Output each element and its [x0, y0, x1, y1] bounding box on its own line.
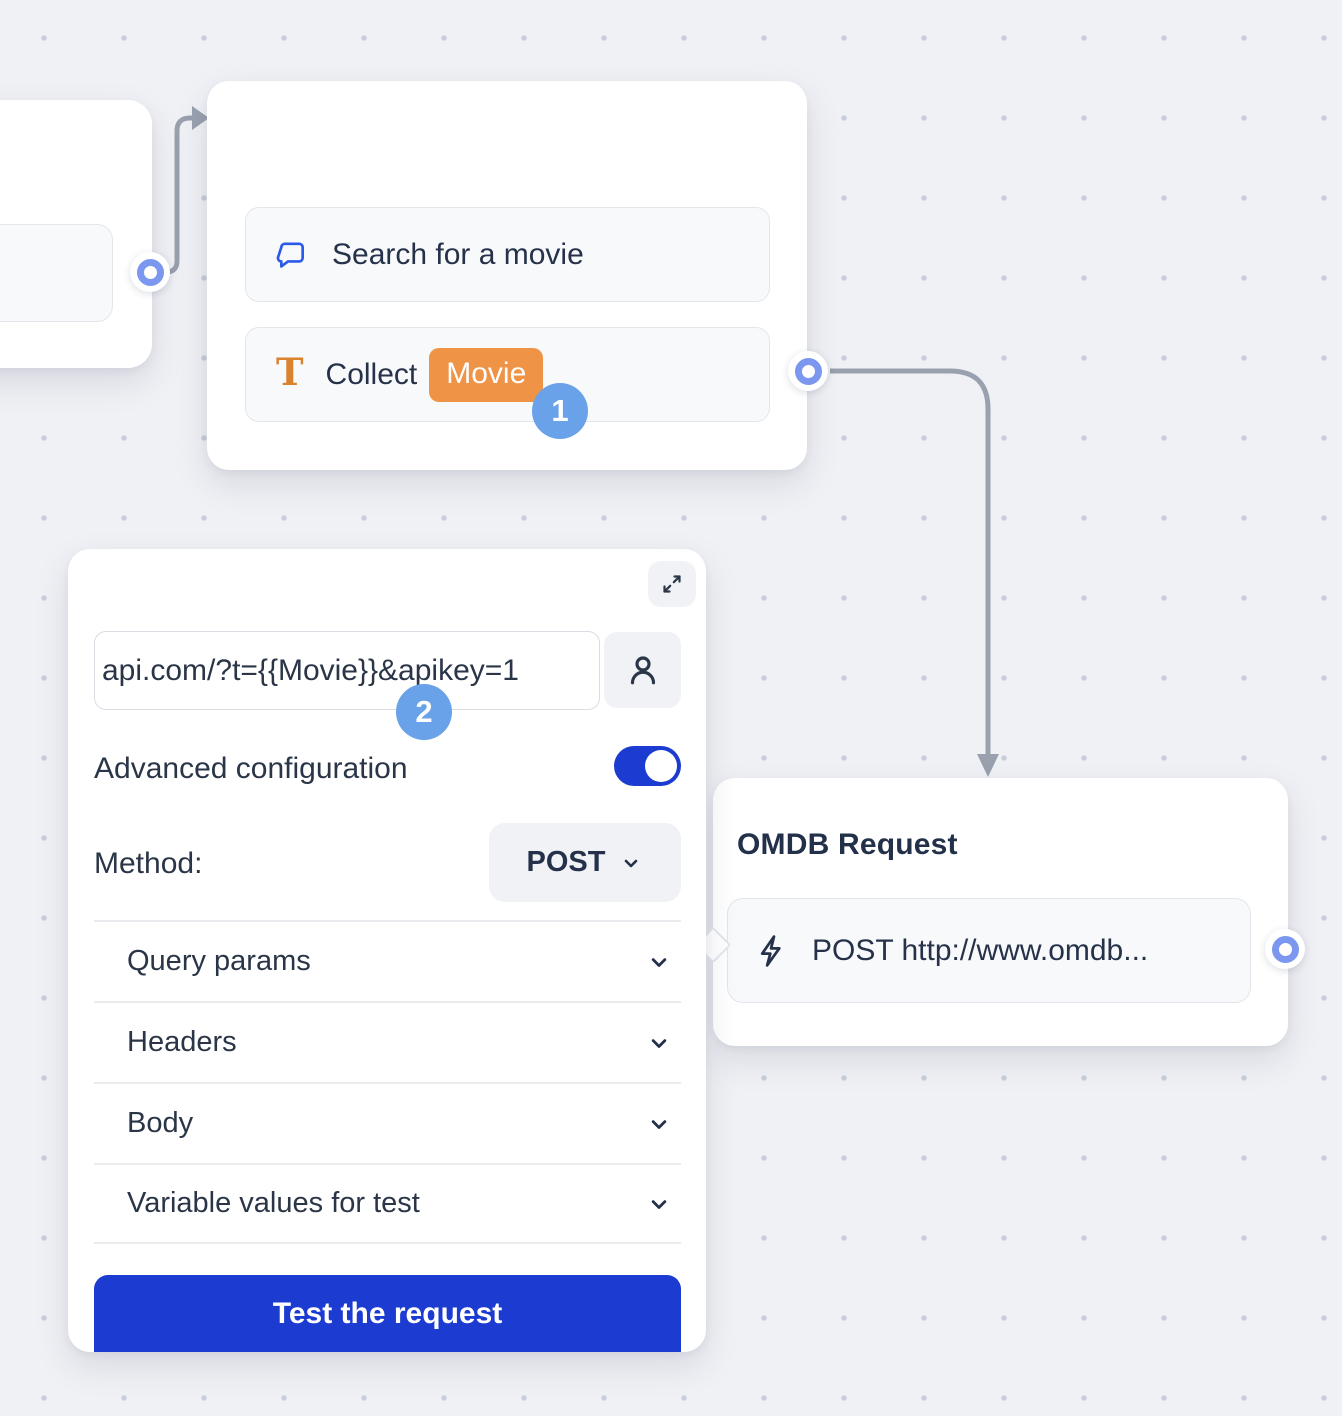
arrowhead-down: [977, 754, 999, 777]
movie-search-node[interactable]: Movie search Search for a movie T Collec…: [207, 81, 807, 470]
method-dropdown-value: POST: [526, 846, 606, 878]
advanced-configuration-label: Advanced configuration: [94, 752, 408, 785]
expand-button[interactable]: [648, 561, 696, 607]
toggle-knob: [645, 750, 677, 782]
movie-search-item-question-label: Search for a movie: [332, 237, 584, 271]
section-body-label: Body: [127, 1107, 194, 1139]
method-dropdown[interactable]: POST: [489, 823, 681, 902]
section-variable-values[interactable]: Variable values for test: [94, 1163, 681, 1244]
chevron-down-icon: [651, 957, 667, 967]
arrowhead-right: [192, 106, 209, 130]
url-input[interactable]: api.com/?t={{Movie}}&apikey=1: [94, 631, 600, 710]
chevron-down-icon: [651, 1038, 667, 1048]
partial-left-node-item[interactable]: [0, 224, 113, 322]
omdb-request-output-port[interactable]: [1265, 929, 1305, 969]
chevron-down-icon: [651, 1199, 667, 1209]
text-input-icon: T: [276, 350, 304, 394]
url-input-value: api.com/?t={{Movie}}&apikey=1: [102, 653, 519, 687]
omdb-request-item-label: POST http://www.omdb...: [812, 933, 1149, 967]
test-request-button[interactable]: Test the request: [94, 1275, 681, 1352]
chevron-down-icon: [651, 1119, 667, 1129]
section-headers-label: Headers: [127, 1026, 237, 1058]
step-badge-2: 2: [396, 684, 452, 740]
collapsible-sections: Query params Headers Body Variable value…: [94, 920, 681, 1244]
chat-bubble-icon: [276, 241, 304, 268]
port-ring: [794, 357, 822, 385]
step-badge-1: 1: [532, 383, 588, 439]
movie-search-item-collect[interactable]: T Collect Movie: [245, 327, 770, 422]
webhook-config-panel[interactable]: api.com/?t={{Movie}}&apikey=1 2 Advanced…: [68, 549, 706, 1352]
user-icon: [630, 656, 655, 685]
omdb-request-title: OMDB Request: [737, 828, 958, 861]
movie-search-output-port[interactable]: [788, 351, 828, 391]
movie-search-item-question[interactable]: Search for a movie: [245, 207, 770, 302]
user-variable-button[interactable]: [604, 632, 681, 708]
partial-left-node[interactable]: [0, 100, 152, 368]
port-ring: [1271, 935, 1299, 963]
chevron-down-icon: [625, 859, 638, 867]
port-ring: [136, 258, 164, 286]
partial-left-node-output-port[interactable]: [130, 252, 170, 292]
omdb-request-item-webhook[interactable]: POST http://www.omdb...: [727, 898, 1251, 1003]
connector-movie-to-omdb: [830, 368, 991, 756]
section-query-params-label: Query params: [127, 945, 311, 977]
omdb-request-node[interactable]: OMDB Request POST http://www.omdb...: [713, 778, 1288, 1046]
variable-badge-movie: Movie: [429, 347, 544, 402]
movie-search-item-collect-label: Collect: [325, 357, 418, 391]
section-variable-values-label: Variable values for test: [127, 1187, 420, 1219]
lightning-icon: [760, 934, 781, 967]
section-body[interactable]: Body: [94, 1082, 681, 1163]
connector-left-to-movie: [152, 115, 194, 275]
expand-icon: [663, 575, 681, 593]
advanced-configuration-toggle[interactable]: [614, 746, 681, 786]
section-query-params[interactable]: Query params: [94, 920, 681, 1001]
method-label: Method:: [94, 847, 203, 880]
section-headers[interactable]: Headers: [94, 1001, 681, 1082]
